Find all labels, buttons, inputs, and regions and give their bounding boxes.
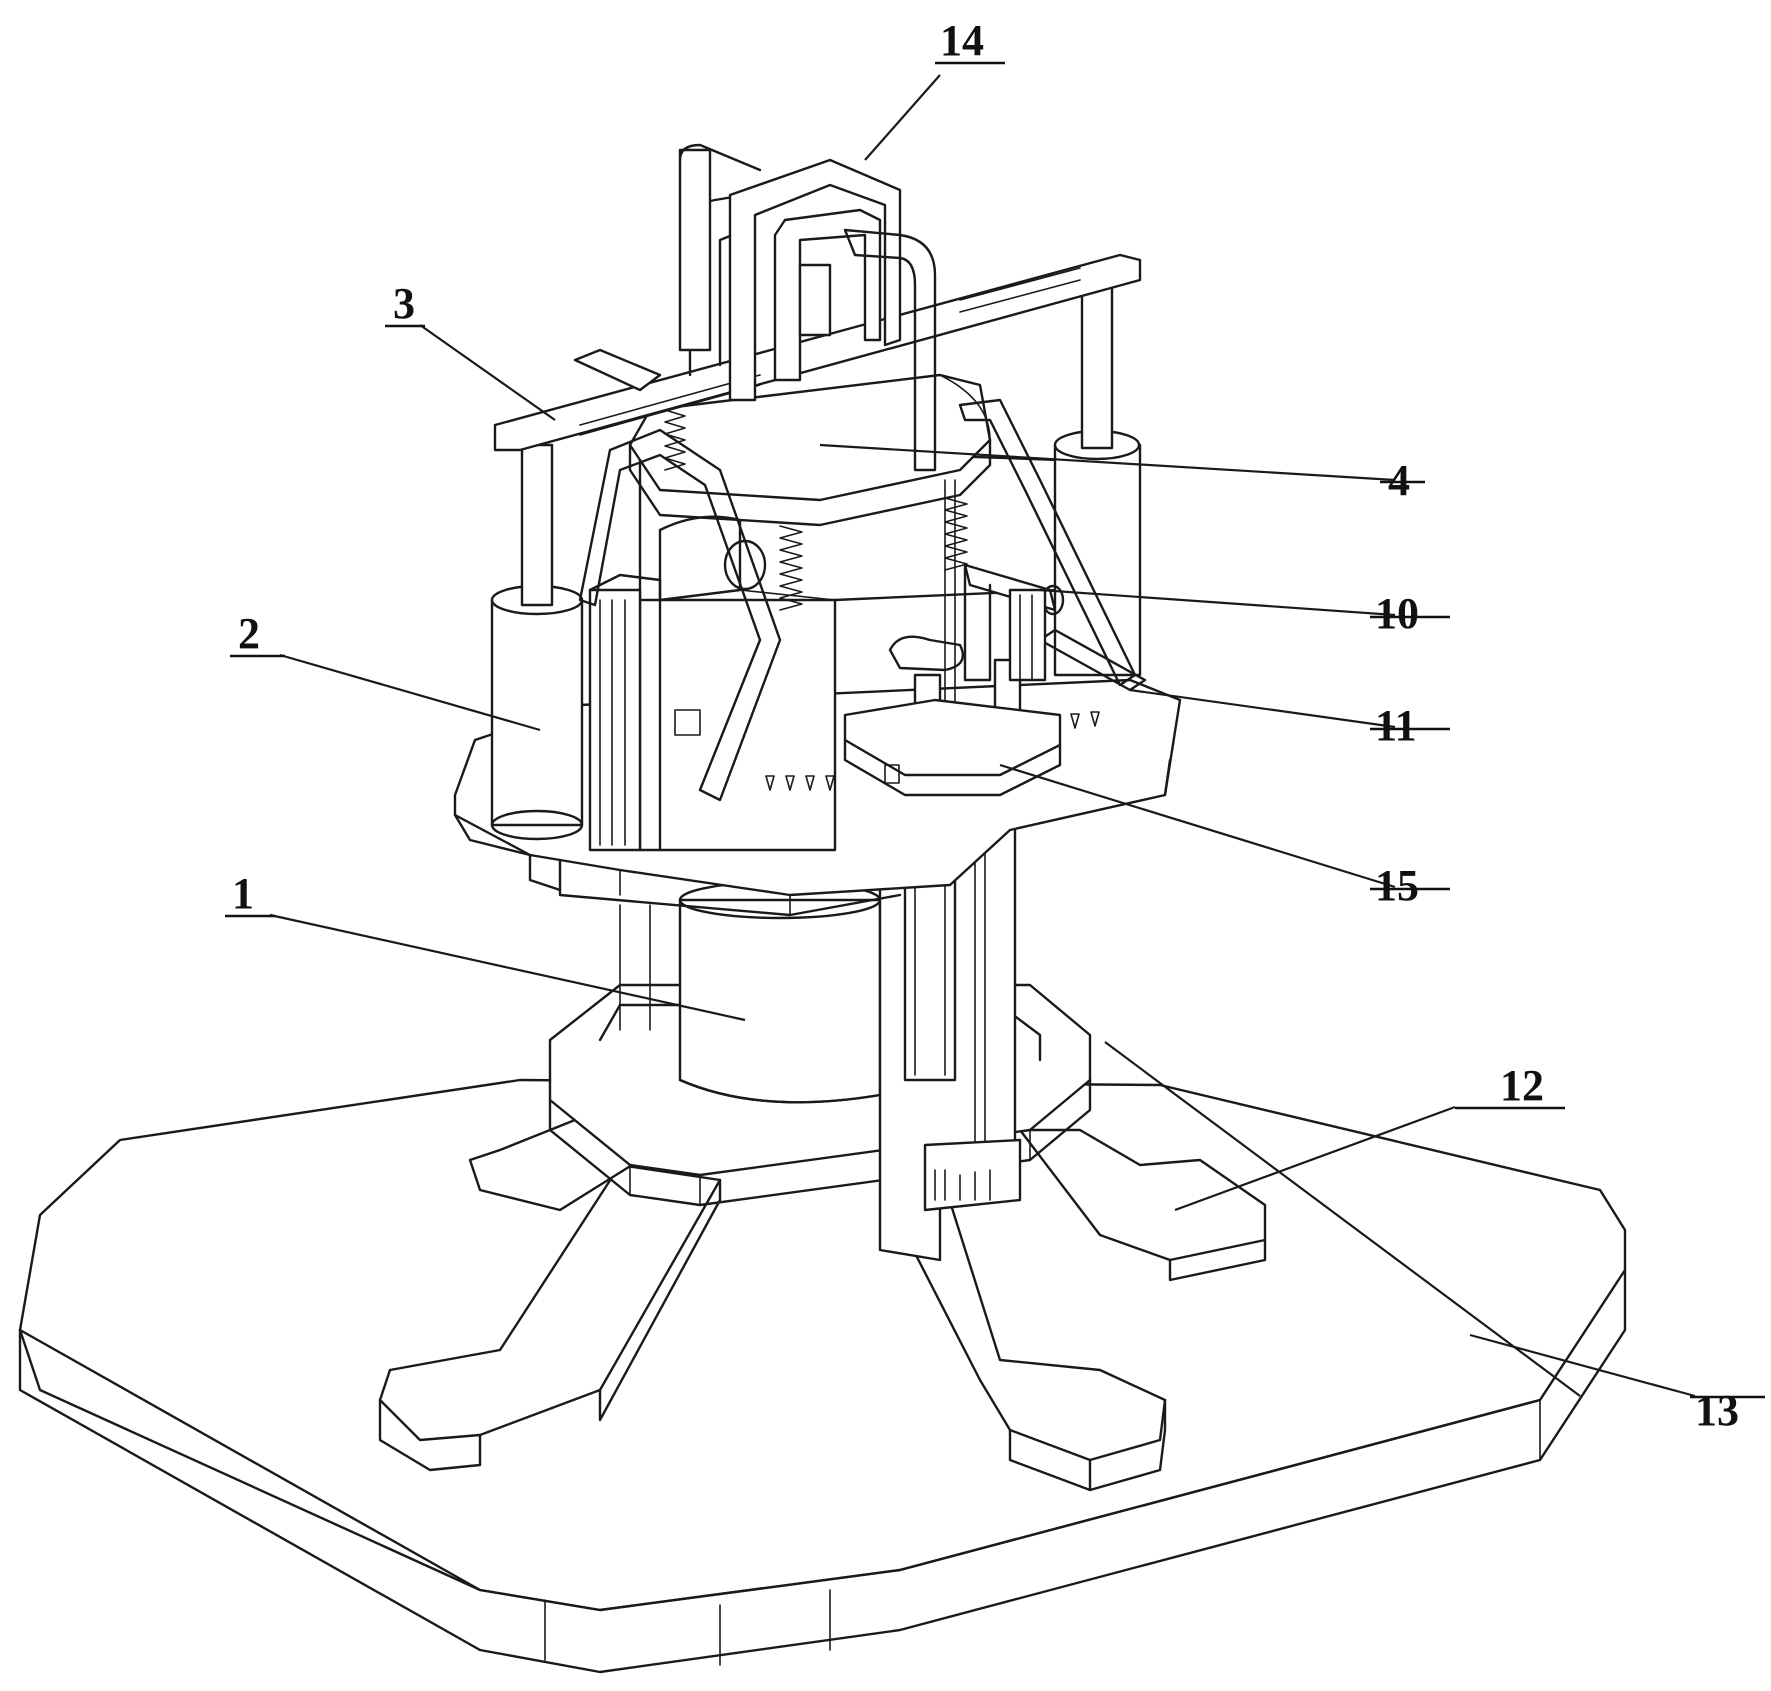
guide-rods <box>578 398 1147 802</box>
label-15: 15 <box>1370 861 1450 910</box>
svg-text:1: 1 <box>232 869 254 918</box>
label-12: 12 <box>1455 1061 1565 1110</box>
label-1: 1 <box>225 869 275 918</box>
label-4: 4 <box>1380 456 1425 505</box>
left-actuator <box>490 443 662 852</box>
label-14: 14 <box>935 16 1005 65</box>
reference-labels: 1 2 3 4 10 11 12 13 <box>225 16 1765 1435</box>
base-plate <box>18 1078 1627 1674</box>
top-cross-beam <box>493 253 1142 452</box>
svg-text:15: 15 <box>1375 861 1419 910</box>
svg-text:14: 14 <box>940 16 984 65</box>
svg-text:10: 10 <box>1375 589 1419 638</box>
label-13: 13 <box>1690 1386 1765 1435</box>
svg-text:11: 11 <box>1375 701 1417 750</box>
svg-text:12: 12 <box>1500 1061 1544 1110</box>
label-11: 11 <box>1370 701 1450 750</box>
column-top-plate <box>674 698 1062 797</box>
svg-text:13: 13 <box>1695 1386 1739 1435</box>
svg-text:4: 4 <box>1388 456 1410 505</box>
svg-text:3: 3 <box>393 279 415 328</box>
svg-text:2: 2 <box>238 609 260 658</box>
label-3: 3 <box>385 279 425 328</box>
right-actuator <box>1053 278 1142 677</box>
label-10: 10 <box>1370 589 1450 638</box>
top-frame <box>678 143 937 472</box>
leader-lines <box>269 74 1696 1398</box>
label-2: 2 <box>230 609 285 658</box>
main-cylinder <box>619 880 882 1104</box>
